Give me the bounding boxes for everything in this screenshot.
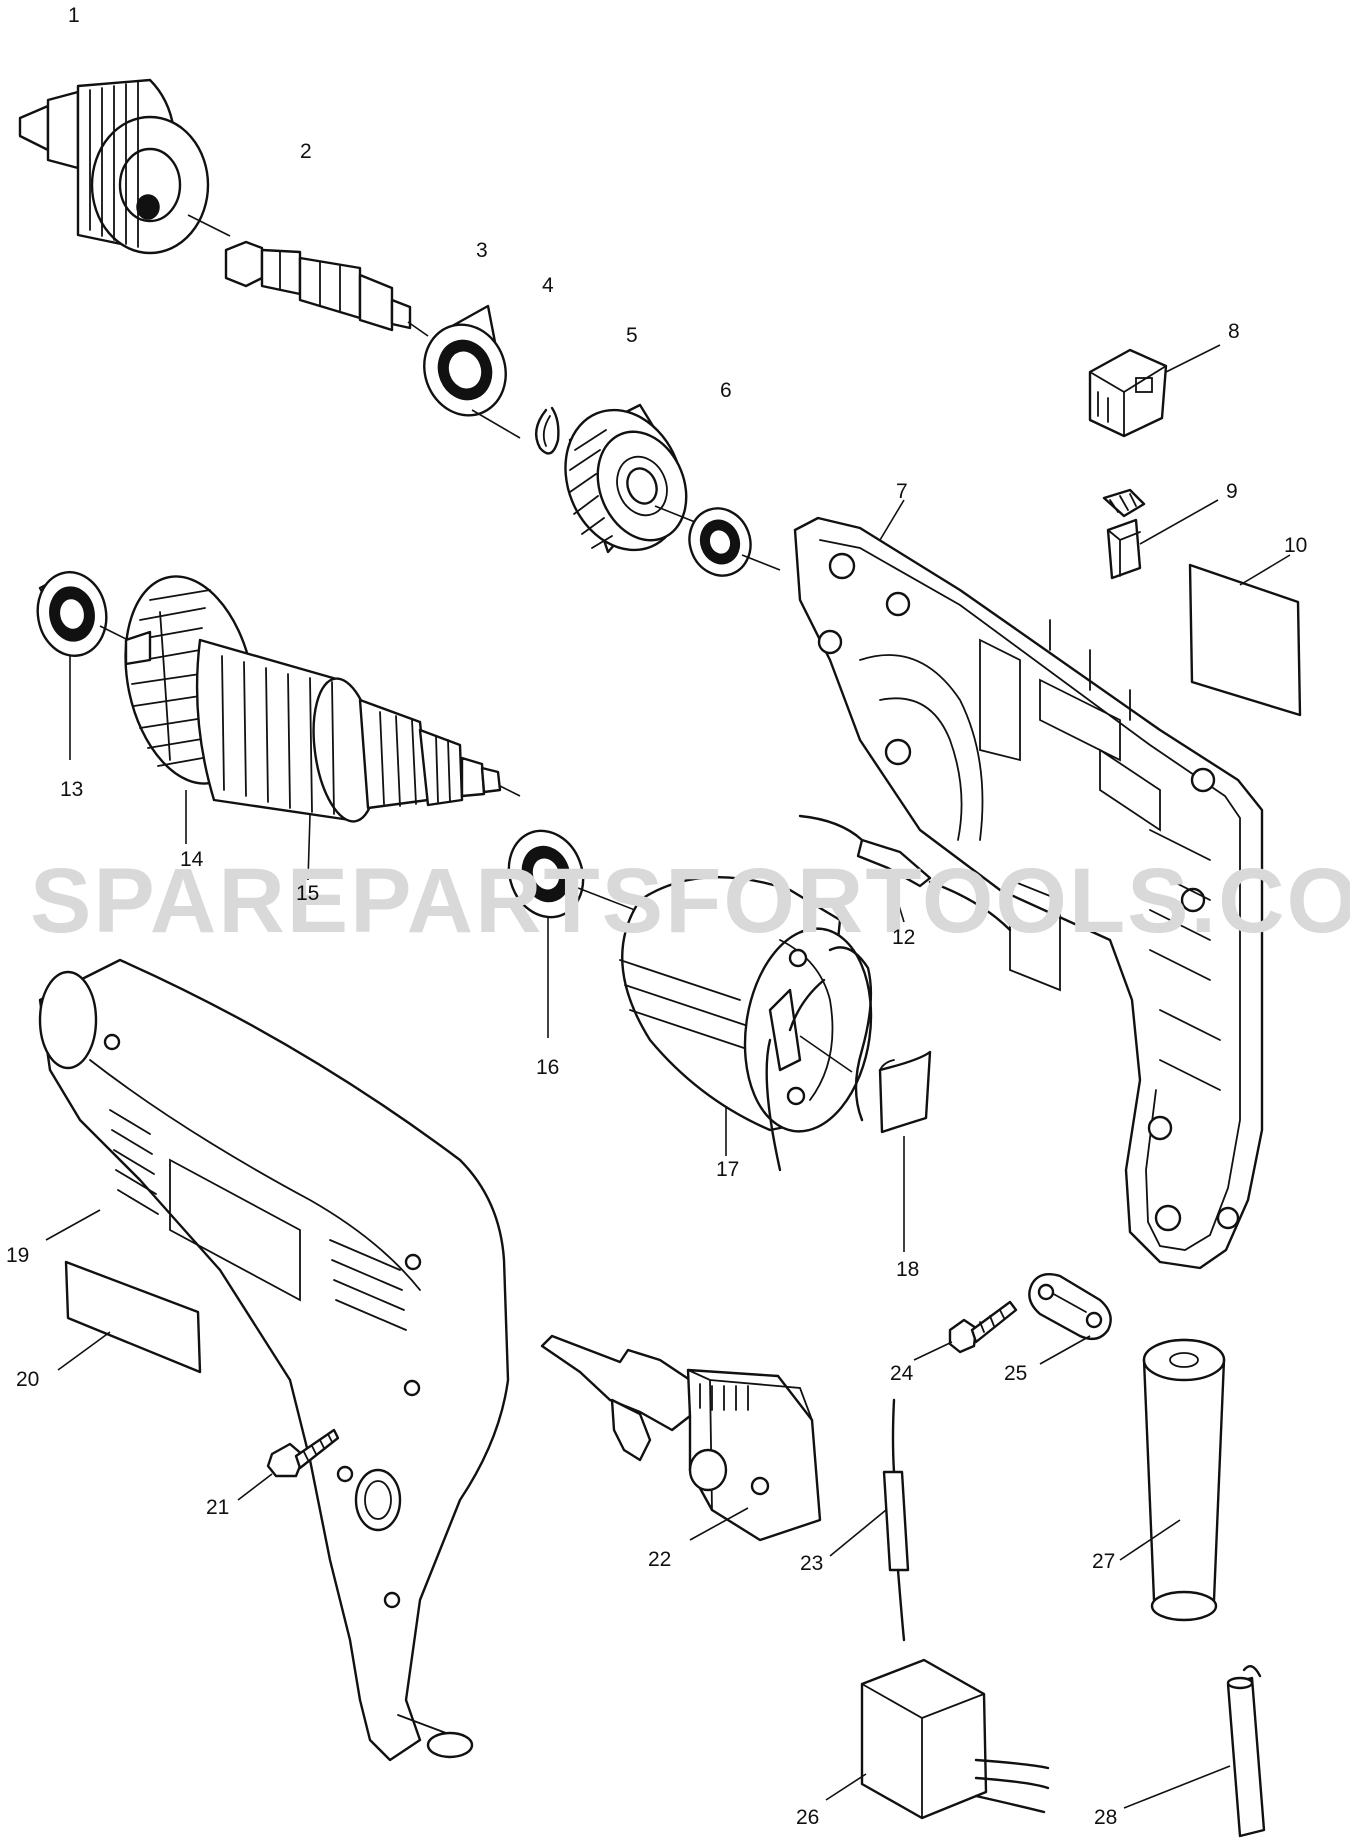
part-20-name-plate <box>64 1260 202 1374</box>
part-5-helical-gear <box>564 403 688 554</box>
part-23-noise-suppressor <box>882 1398 910 1642</box>
part-9-carbon-brush <box>1102 488 1146 580</box>
part-6-ball-bearing <box>688 507 752 577</box>
part-1-drill-chuck <box>18 78 210 255</box>
callout-4: 4 <box>542 274 554 297</box>
callout-23: 23 <box>800 1552 823 1575</box>
callout-6: 6 <box>720 379 732 402</box>
callout-25: 25 <box>1004 1362 1027 1385</box>
part-3-ball-bearing <box>423 304 507 417</box>
part-21-screw <box>266 1428 340 1478</box>
part-22-switch <box>540 1334 822 1542</box>
callout-22: 22 <box>648 1548 671 1571</box>
callout-18: 18 <box>896 1258 919 1281</box>
part-10-name-plate <box>1188 563 1302 717</box>
part-18-insulation-sheet <box>878 1050 932 1134</box>
callout-1: 1 <box>68 4 80 27</box>
part-13-ball-bearing <box>36 570 108 657</box>
callout-8: 8 <box>1228 320 1240 343</box>
watermark-text: SPAREPARTSFORTOOLS.COM.AU <box>30 850 1350 952</box>
callout-12: 12 <box>892 926 915 949</box>
part-2-spindle <box>224 240 412 332</box>
callout-5: 5 <box>626 324 638 347</box>
callout-27: 27 <box>1092 1550 1115 1573</box>
part-19-outer-housing <box>38 958 510 1762</box>
part-8-brush-holder-cap <box>1088 348 1168 438</box>
callout-24: 24 <box>890 1362 914 1385</box>
part-15-armature <box>195 638 502 823</box>
callout-9: 9 <box>1226 480 1238 503</box>
callout-3: 3 <box>476 239 488 262</box>
callout-19: 19 <box>6 1244 29 1267</box>
callout-13: 13 <box>60 778 83 801</box>
callout-15: 15 <box>296 882 319 905</box>
part-12-connector-wire <box>798 814 1012 932</box>
callout-16: 16 <box>536 1056 559 1079</box>
callout-14: 14 <box>180 848 204 871</box>
part-28-insulating-tube <box>1226 1664 1266 1838</box>
part-24-screw <box>948 1300 1018 1354</box>
callout-2: 2 <box>300 140 312 163</box>
callout-21: 21 <box>206 1496 229 1519</box>
callout-10: 10 <box>1284 534 1307 557</box>
callout-28: 28 <box>1094 1806 1117 1829</box>
callout-17: 17 <box>716 1158 739 1181</box>
callout-20: 20 <box>16 1368 39 1391</box>
part-17-field <box>619 876 873 1172</box>
callout-7: 7 <box>896 480 908 503</box>
part-4-retaining-ring <box>534 406 560 455</box>
part-26-noise-suppressor <box>860 1658 1050 1820</box>
part-27-side-grip <box>1142 1338 1226 1622</box>
part-25-cord-clamp <box>1028 1273 1112 1341</box>
callout-26: 26 <box>796 1806 819 1829</box>
part-16-ball-bearing <box>507 829 585 919</box>
part-7-housing-set <box>793 516 1264 1270</box>
